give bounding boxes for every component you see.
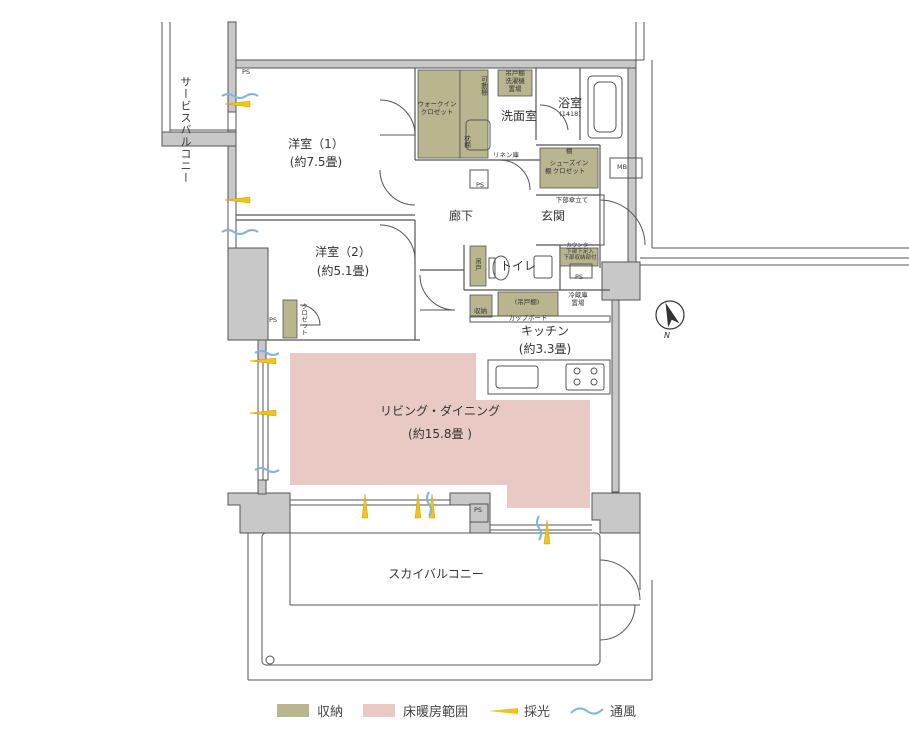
walk-in-closet-label: ウォークイン クロゼット <box>417 100 457 116</box>
hanger-short-label: 吊戸 <box>473 258 482 271</box>
linen-label: リネン庫 <box>493 151 519 159</box>
ventilation-markers <box>221 93 542 541</box>
umbrella-label: 下部傘立て <box>555 196 589 204</box>
legend-daylight-label: 採光 <box>524 705 551 720</box>
room-western1-name: 洋室（1） <box>288 137 344 151</box>
storage-label: 収納 <box>474 307 487 315</box>
room-western2-size: (約5.1畳) <box>316 264 370 278</box>
legend-floor-heating-label: 床暖房範囲 <box>403 705 469 720</box>
room-kitchen-name: キッチン <box>520 324 570 338</box>
movable-shelf-label: 可動棚 <box>479 76 488 96</box>
fridge-label: 冷蔵庫 置場 <box>568 291 588 307</box>
pipe-shelf-label: 枕棚 <box>462 135 471 148</box>
room-western1-size: (約7.5畳) <box>289 155 343 169</box>
legend-daylight: 採光 <box>488 701 550 720</box>
legend-floor-heating-swatch <box>363 704 396 717</box>
storage-areas <box>282 69 599 339</box>
fixtures <box>465 75 643 523</box>
room-bath-size: (1418) <box>559 110 581 118</box>
room-ldk-name: リビング・ダイニング <box>379 404 501 418</box>
room-western2-name: 洋室（2） <box>315 245 371 259</box>
legend-storage-label: 収納 <box>317 705 344 720</box>
walls <box>161 21 641 534</box>
floor-heating-area <box>290 353 590 508</box>
room-toilet: トイレ <box>499 259 537 273</box>
counter-label: カウンター 下部下足入 下部収納部付 <box>563 243 597 262</box>
ps-label-5: PS <box>474 506 483 514</box>
daylight-icon <box>488 707 519 714</box>
room-service-balcony: サービスバルコニー <box>179 76 192 184</box>
closet-label: クロゼット <box>299 303 308 336</box>
ps-label-1: PS <box>242 68 251 76</box>
room-kitchen-size: (約3.3畳) <box>518 342 572 356</box>
shelf-label-2: 棚 <box>545 167 552 175</box>
room-hall: 廊下 <box>448 209 474 223</box>
room-entrance: 玄関 <box>540 209 566 223</box>
room-washroom: 洗面室 <box>500 109 538 123</box>
legend-ventilation: 通風 <box>570 701 636 720</box>
compass <box>655 300 685 330</box>
hanger-door-kitchen-label: (吊戸棚) <box>514 298 540 306</box>
cupboard-label: カップボード <box>508 314 548 322</box>
doors <box>299 99 646 641</box>
mb-label: MB <box>616 163 628 171</box>
sky-balcony-outline <box>247 499 653 681</box>
partitions <box>236 68 610 341</box>
windows <box>227 111 605 481</box>
room-ldk-size: (約15.8畳 ) <box>408 427 472 441</box>
storage-shelf-label: 棚 <box>566 147 573 155</box>
ps-label-3: PS <box>575 273 584 281</box>
legend-storage-swatch <box>277 704 309 717</box>
legend-floor-heating: 床暖房範囲 <box>363 701 468 720</box>
legend-storage: 収納 <box>277 701 343 720</box>
room-sky-balcony: スカイバルコニー <box>388 567 484 581</box>
ventilation-icon <box>570 706 604 715</box>
washer-label: 洗濯機 置場 <box>505 77 525 93</box>
room-bath: 浴室 <box>557 96 583 110</box>
ps-label-2: PS <box>476 181 485 189</box>
walk-in-closet-storage <box>417 69 461 159</box>
legend-ventilation-label: 通風 <box>610 705 637 720</box>
shoes-in-closet-label: シューズイン クロゼット <box>549 159 589 175</box>
legend: 収納 床暖房範囲 採光 通風 <box>277 701 656 720</box>
compass-north-label: N <box>664 331 670 340</box>
ps-label-4: PS <box>269 316 278 324</box>
hanger-door-label: 吊戸棚 <box>505 69 525 77</box>
